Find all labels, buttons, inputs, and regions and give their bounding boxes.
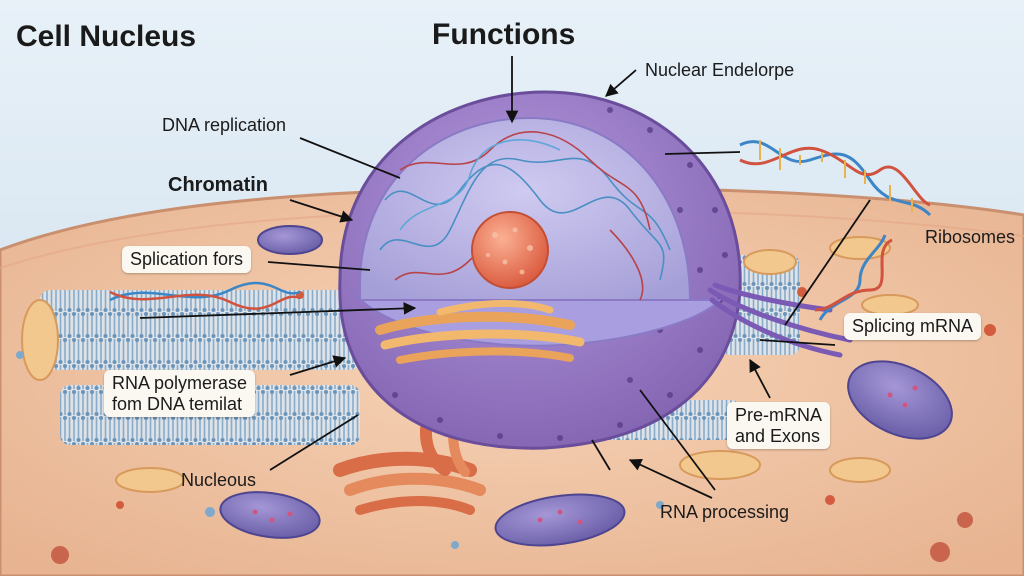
label-pre-mrna-line-1: Pre-mRNA (735, 405, 823, 425)
pore-fibers (707, 282, 853, 358)
nucleolus (471, 211, 549, 289)
label-rna-polymerase: RNA polymerase fom DNA temilat (104, 370, 256, 418)
leader-lines (139, 56, 871, 499)
label-splicing-mrna: Splicing mRNA (844, 313, 982, 340)
mitochondria (219, 225, 953, 547)
label-splication-fors: Splication fors (122, 246, 252, 273)
label-rna-processing: RNA processing (660, 502, 790, 522)
label-dna-replication: DNA replication (162, 115, 287, 135)
label-nucleous: Nucleous (181, 470, 257, 490)
dna-helix-left (109, 281, 301, 310)
label-nuclear-envelope: Nuclear Endelorpe (645, 60, 795, 80)
label-pre-mrna: Pre-mRNA and Exons (727, 402, 831, 450)
label-rna-polymerase-line-2: fom DNA temilat (112, 393, 243, 414)
vesicles (16, 236, 996, 564)
functions-heading: Functions (432, 18, 576, 51)
label-rna-polymerase-line-1: RNA polymerase (112, 373, 248, 393)
dna-helix-top (739, 140, 932, 217)
nucleus (338, 90, 742, 450)
label-chromatin: Chromatin (168, 174, 268, 196)
page-title: Cell Nucleus (16, 20, 197, 53)
dna-helix-right (814, 234, 893, 321)
label-ribosomes: Ribosomes (925, 227, 1016, 247)
label-pre-mrna-line-2: and Exons (735, 425, 821, 446)
